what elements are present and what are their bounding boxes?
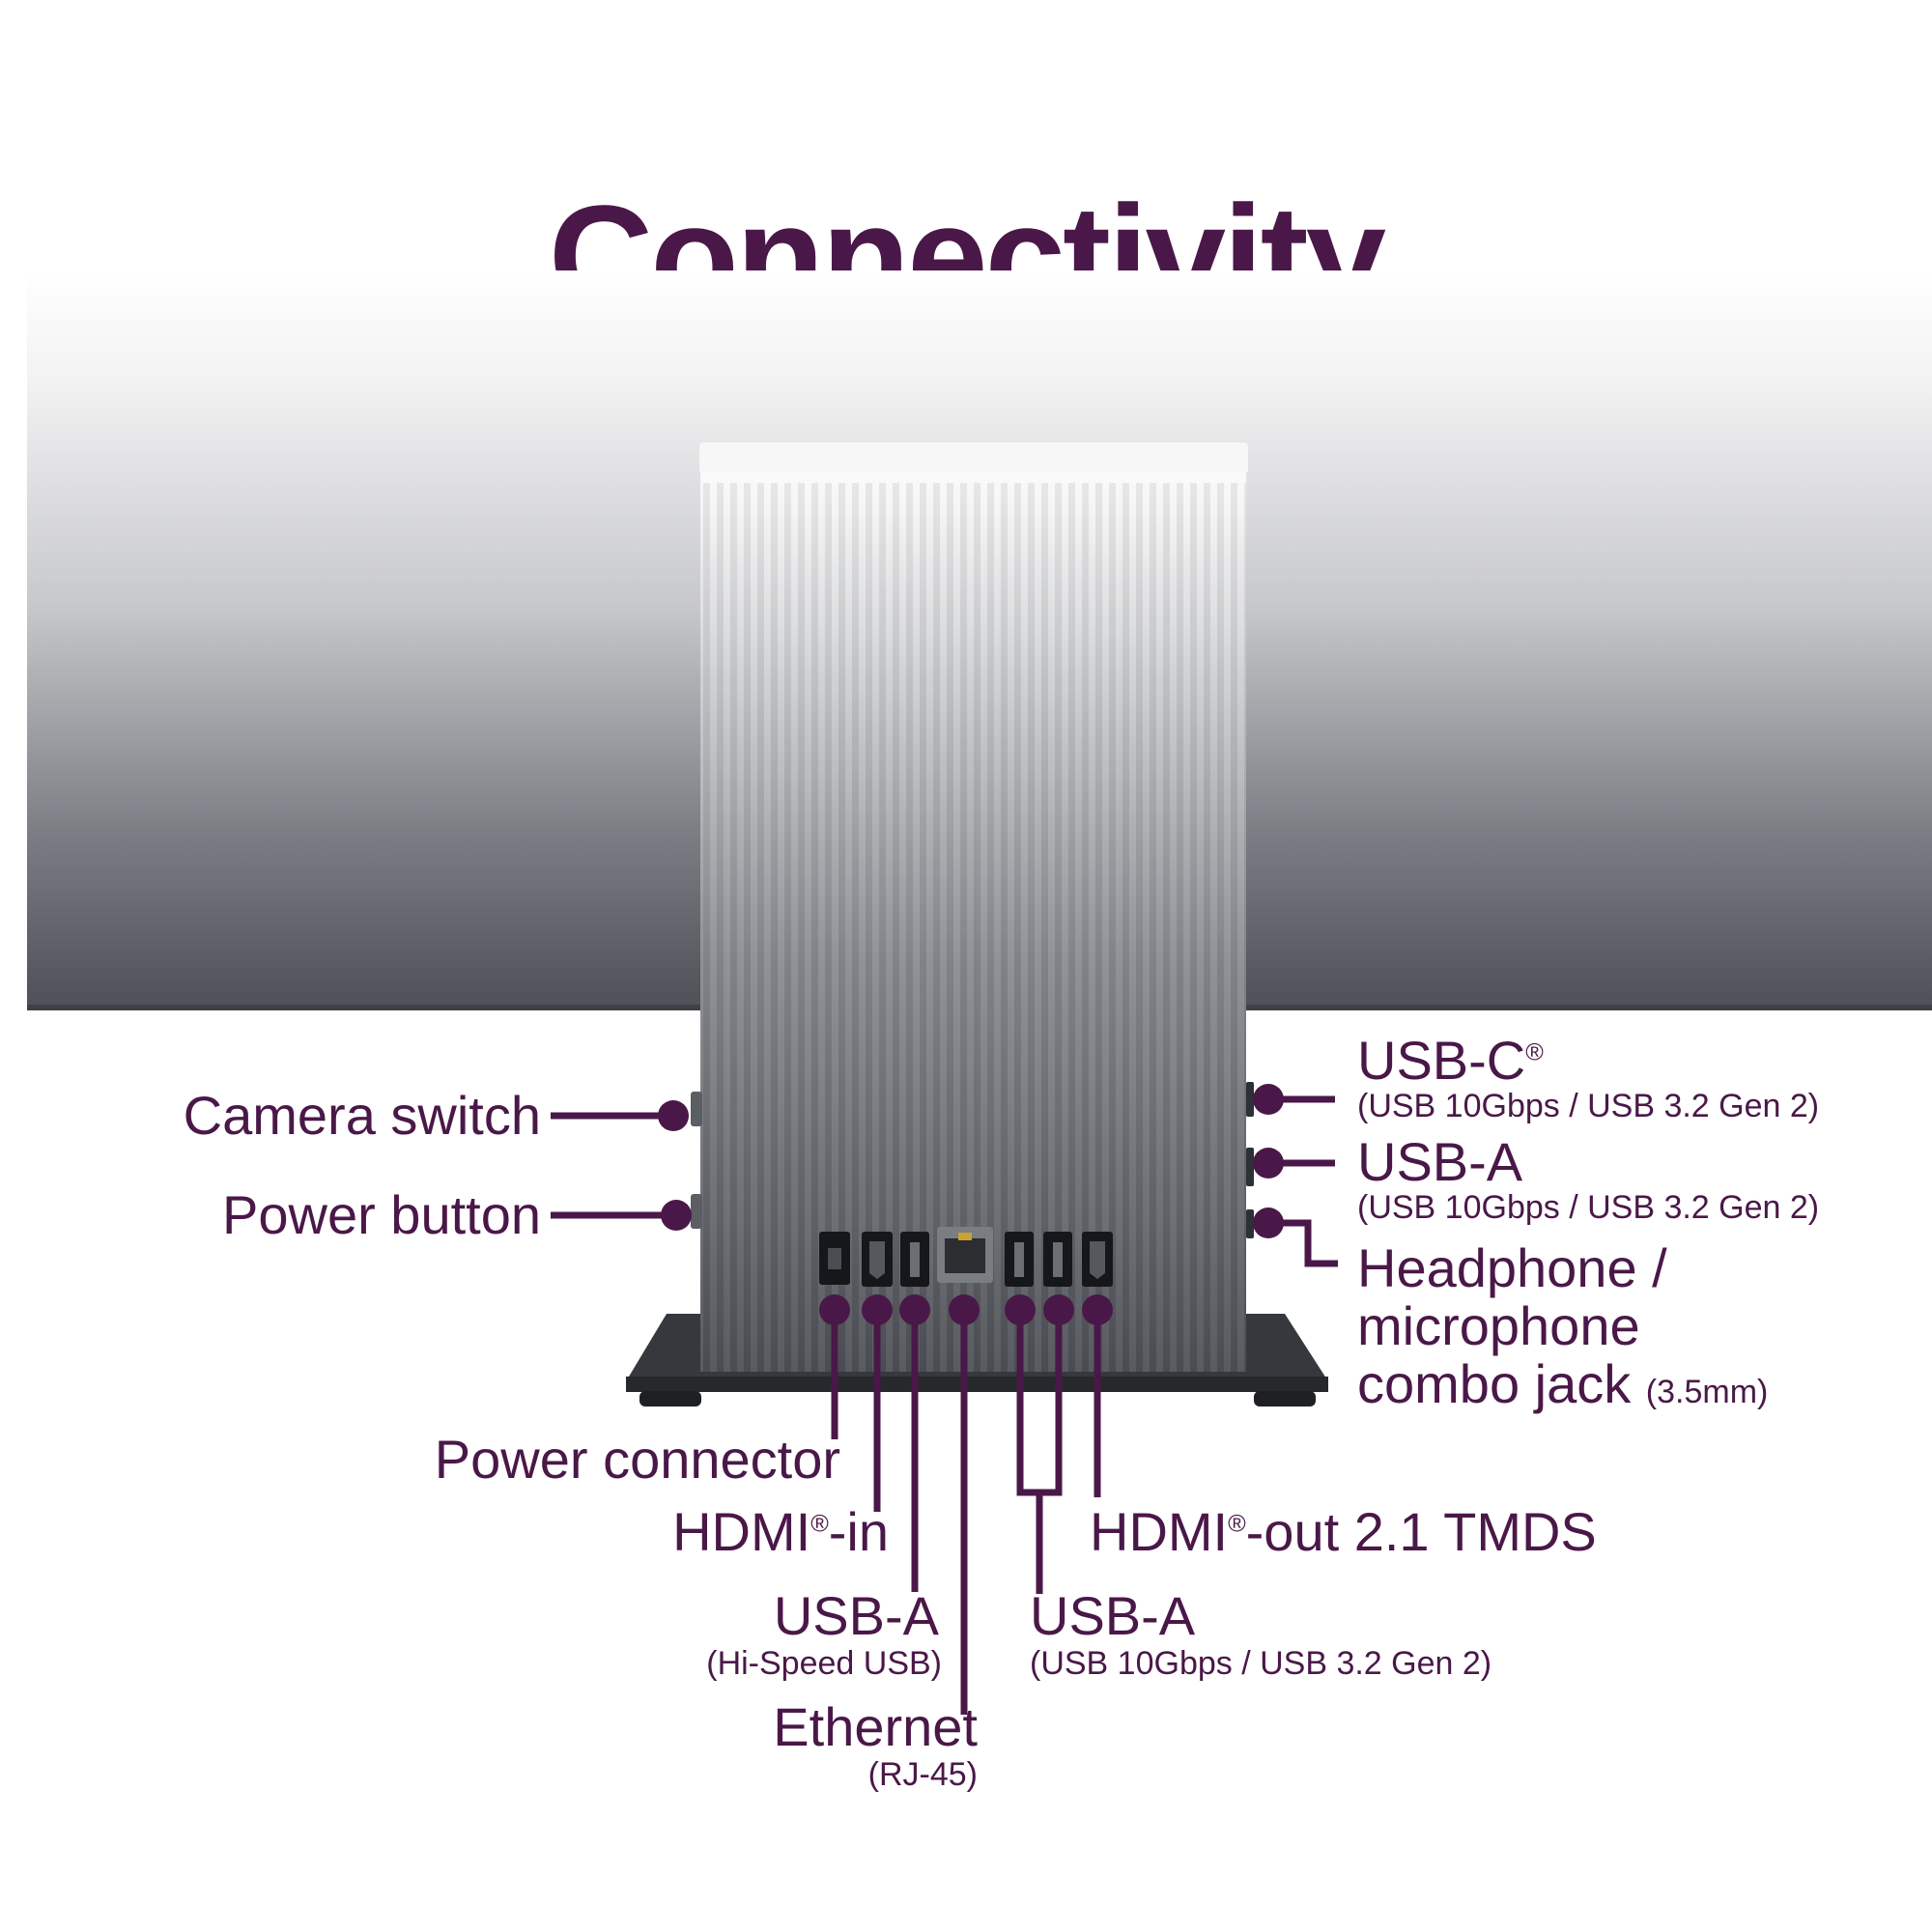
usb-a-hispeed-label: USB-A	[773, 1585, 939, 1646]
usb-a-rear-spec: (USB 10Gbps / USB 3.2 Gen 2)	[1030, 1645, 1492, 1682]
stand-top-cap	[699, 442, 1248, 473]
power-connector-label: Power connector	[434, 1429, 840, 1490]
stand-ribs	[700, 483, 1246, 1372]
usb-a-side-spec: (USB 10Gbps / USB 3.2 Gen 2)	[1357, 1189, 1820, 1226]
power-button-label: Power button	[222, 1184, 541, 1245]
ethernet-spec: (RJ-45)	[867, 1756, 978, 1793]
stand-foot-left	[639, 1391, 701, 1406]
usb-a-side-label: USB-A	[1357, 1131, 1523, 1192]
stand-base-edge	[626, 1377, 1328, 1392]
callout-dots	[658, 1084, 1284, 1325]
headphone-side-port	[1246, 1209, 1254, 1238]
stand-foot-right	[1254, 1391, 1316, 1406]
headphone-label-line1: Headphone /	[1357, 1237, 1667, 1298]
usb-a-side-port	[1246, 1148, 1254, 1186]
headphone-label-line2: microphone	[1357, 1295, 1640, 1356]
headphone-spec: (3.5mm)	[1645, 1374, 1769, 1410]
usb-a-hispeed-spec: (Hi-Speed USB)	[706, 1645, 942, 1682]
rear-port-panel	[819, 1227, 1113, 1287]
ethernet-label: Ethernet	[773, 1696, 978, 1757]
headphone-label-line3: combo jack (3.5mm)	[1357, 1353, 1769, 1414]
hdmi-in-label: HDMI®-in	[672, 1501, 889, 1562]
usb-a-rear-label: USB-A	[1030, 1585, 1196, 1646]
usb-c-spec: (USB 10Gbps / USB 3.2 Gen 2)	[1357, 1088, 1820, 1124]
usb-c-label: USB-C®	[1357, 1030, 1544, 1091]
usb-c-side-port	[1246, 1082, 1254, 1117]
camera-switch-notch	[691, 1092, 702, 1126]
power-button-notch	[691, 1194, 702, 1229]
camera-switch-label: Camera switch	[183, 1085, 541, 1146]
hdmi-out-label: HDMI®-out 2.1 TMDS	[1090, 1501, 1597, 1562]
